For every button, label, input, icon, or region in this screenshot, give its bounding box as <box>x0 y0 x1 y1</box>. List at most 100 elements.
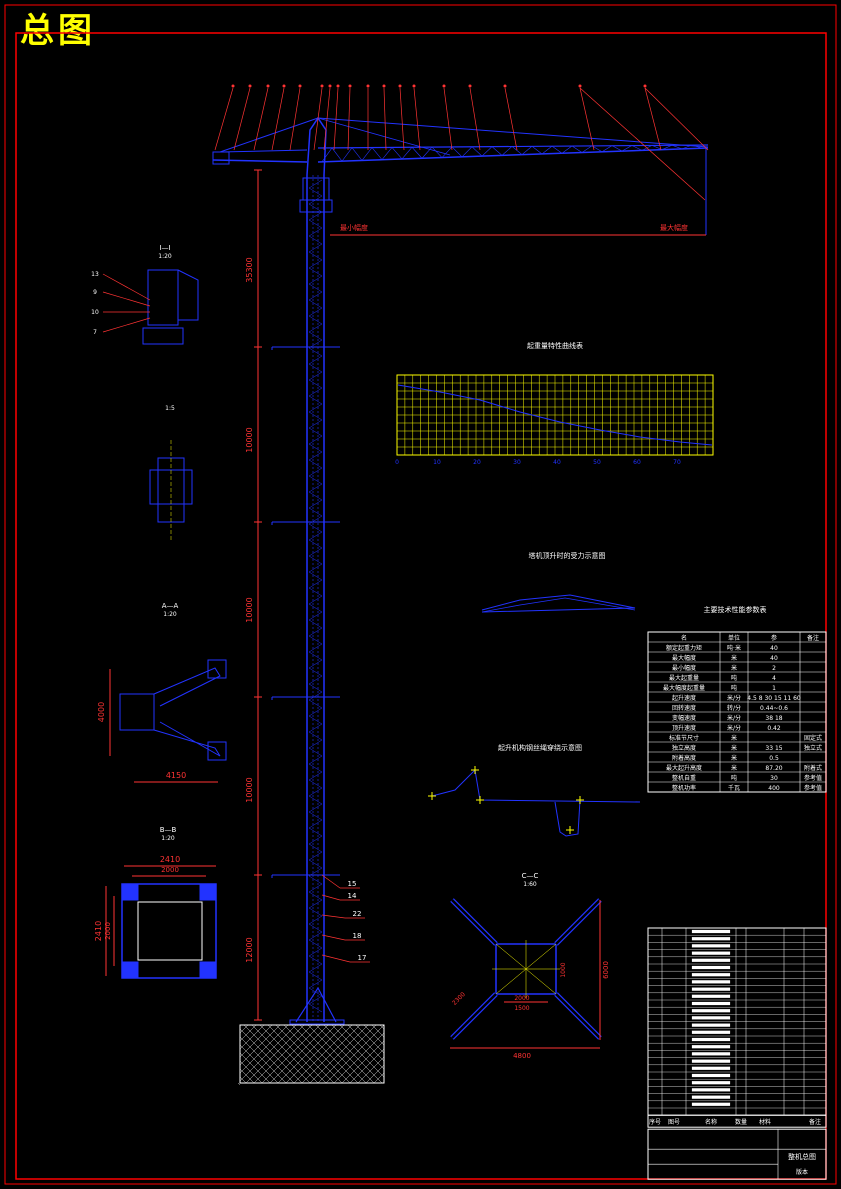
chart-x-tick-4: 40 <box>553 459 561 466</box>
detail4-corner-2 <box>121 961 139 979</box>
parts-header-5: 备注 <box>809 1118 821 1126</box>
parts-row-fill <box>691 1102 731 1106</box>
counter-jib-bottom <box>212 159 308 163</box>
spec-row-value: 0.5 <box>769 755 779 762</box>
bottom-callout-leader-2 <box>321 914 346 919</box>
parts-row-fill <box>691 1023 731 1027</box>
detail4-dim-top-label: 2410 <box>160 855 180 864</box>
parts-header-4: 材料 <box>759 1118 771 1126</box>
callout-leader-2 <box>253 87 269 151</box>
callout-dot-15 <box>503 84 507 88</box>
spec-row-unit: 米 <box>731 734 737 742</box>
detail4-scale: 1:20 <box>161 835 175 842</box>
parts-row-fill <box>691 937 731 941</box>
chart-x-tick-3: 30 <box>513 459 521 466</box>
chart-x-tick-1: 10 <box>433 459 441 466</box>
cc-dim-inner-label: 2000 <box>514 995 529 1002</box>
base-frame <box>295 986 337 1023</box>
foundation-block <box>239 1024 385 1084</box>
detail4-corner-1 <box>199 883 217 901</box>
spec-row-name: 最大幅度 <box>672 654 696 662</box>
cc-leg-core-2 <box>451 993 497 1039</box>
spec-row-name: 标准节尺寸 <box>669 734 699 742</box>
parts-row-fill <box>691 1016 731 1020</box>
detail4-title: B—B <box>160 826 177 834</box>
jib-tie-rod <box>317 117 709 148</box>
callout-leader-7 <box>333 87 339 151</box>
spec-row-value: 1 <box>772 685 776 692</box>
min-radius-label: 最小幅度 <box>340 223 368 232</box>
bottom-callout-1: 14 <box>348 892 357 900</box>
counterweight <box>212 151 230 165</box>
callout-leader-13 <box>443 87 453 151</box>
spec-row-name: 独立高度 <box>672 744 696 752</box>
parts-row-fill <box>691 1066 731 1070</box>
spec-row-name: 附着高度 <box>672 754 696 762</box>
cc-dim-inner2-label: 1500 <box>514 1005 529 1012</box>
detail4-dim-top2-label: 2000 <box>161 866 179 874</box>
spec-row-name: 整机自重 <box>672 774 696 782</box>
detail4-corner-3 <box>199 961 217 979</box>
parts-header-2: 名称 <box>705 1118 717 1126</box>
diagram3-rope <box>431 768 641 803</box>
parts-header-3: 数量 <box>735 1118 747 1126</box>
bottom-callout-leader-3 <box>321 934 346 941</box>
parts-row-fill <box>691 1037 731 1042</box>
callout-dot-12 <box>412 84 416 88</box>
detail3-dim-width: 4150 <box>166 771 186 780</box>
detail3-tie-upper <box>153 667 221 707</box>
spec-row-value: 40 <box>770 655 778 662</box>
callout-dot-13 <box>442 84 446 88</box>
spec-header-value: 参 <box>771 634 777 642</box>
cc-title: C—C <box>522 872 539 880</box>
bottom-callout-leader-4 <box>321 954 351 963</box>
spec-row-name: 起升速度 <box>672 694 696 702</box>
chart-x-tick-6: 60 <box>633 459 641 466</box>
detail3-wall-clamp <box>119 693 155 731</box>
detail1-leader-1 <box>102 291 151 307</box>
detail3-title: A—A <box>162 602 179 610</box>
jib-bottom-chord <box>317 147 709 163</box>
spec-row-note: 固定式 <box>804 734 822 742</box>
spec-row-unit: 吨 <box>731 674 737 682</box>
detail1-leader-0 <box>102 273 151 301</box>
parts-row-fill <box>691 951 731 955</box>
parts-row-fill <box>691 1009 731 1013</box>
callout-leader-16 <box>579 87 595 151</box>
diagram3-hook <box>554 799 581 837</box>
jib-tie-rod-inner <box>317 117 451 156</box>
parts-row-fill <box>691 973 731 977</box>
spec-row-unit: 千瓦 <box>728 784 740 792</box>
detail1-callout-0: 13 <box>91 271 99 278</box>
chart-title: 起重量特性曲线表 <box>527 341 583 350</box>
detail1-callout-3: 7 <box>93 329 97 336</box>
spec-row-value: 40 <box>770 645 778 652</box>
bottom-callout-leader-1 <box>321 894 341 901</box>
height-dim-0: 35300 <box>245 257 254 282</box>
inner-border <box>15 32 827 1180</box>
spec-header-unit: 单位 <box>728 634 740 642</box>
spec-row-unit: 吨 <box>731 684 737 692</box>
slewing-ring <box>302 177 330 201</box>
counter-jib-top <box>219 149 308 153</box>
counter-jib-tie <box>219 117 319 153</box>
spec-row-unit: 吨 <box>731 774 737 782</box>
parts-row-fill <box>691 944 731 948</box>
parts-row-fill <box>691 929 731 934</box>
callout-dot-16 <box>578 84 582 88</box>
detail1-leader-3 <box>102 317 151 333</box>
parts-row-fill <box>691 980 731 984</box>
callout-leader-far <box>579 87 706 201</box>
detail1-cab <box>177 269 199 321</box>
diagram3-title: 起升机构钢丝绳穿绕示意图 <box>498 743 582 752</box>
spec-row-unit: 米/分 <box>727 694 741 702</box>
foundation-hatch-cross <box>239 1024 385 1084</box>
title-block-version: 版本 <box>796 1168 808 1176</box>
parts-row-fill <box>691 987 731 991</box>
callout-leader-12 <box>413 87 421 151</box>
parts-row-fill <box>691 1001 731 1006</box>
cc-dim-side-label: 1000 <box>560 962 567 977</box>
spec-row-name: 回转速度 <box>672 704 696 712</box>
spec-row-value: 38 18 <box>765 715 782 722</box>
parts-row-fill <box>691 958 731 962</box>
